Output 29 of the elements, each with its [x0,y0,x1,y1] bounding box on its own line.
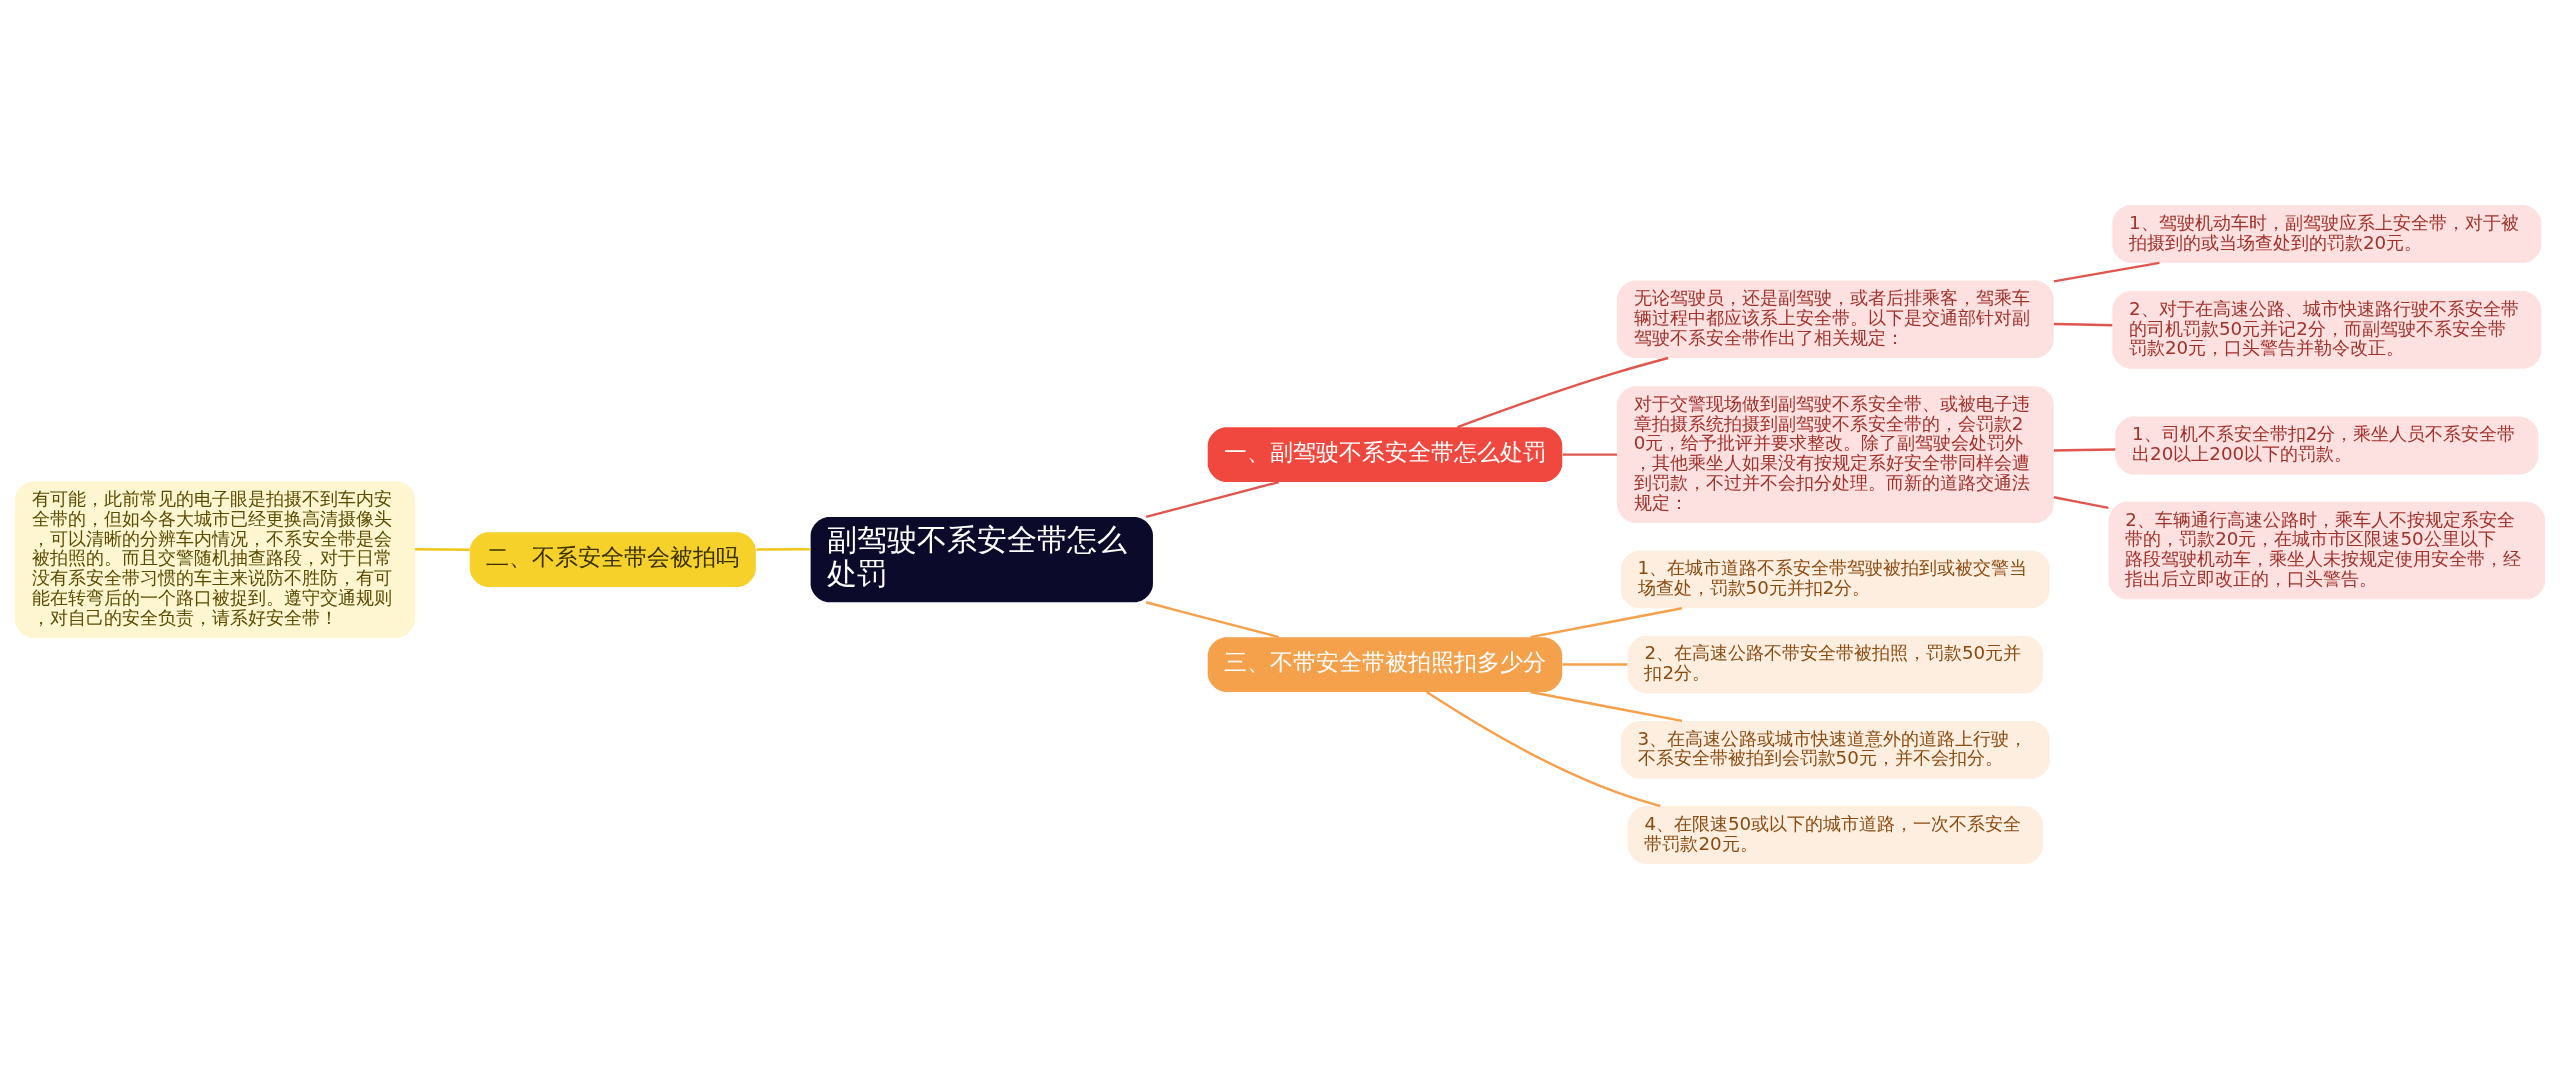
node-box: 二、不系安全带会被拍吗 [469,531,756,587]
node-box: 3、在高速公路或城市快速道意外的道路上行驶，不系安全带被拍到会罚款50元，并不会扣分。 [1620,720,2050,779]
connector [1426,690,1661,807]
connector [1562,662,1628,666]
node-box: 1、驾驶机动车时，副驾驶应系上安全带，对于被拍摄到的或当场查处到的罚款20元。 [2112,204,2542,263]
connector [1562,452,1617,456]
node-box: 一、副驾驶不系安全带怎么处罚 [1207,426,1563,482]
node-box: 有可能，此前常见的电子眼是拍摄不到车内安全带的，但如今各大城市已经更换高清摄像头，可以清晰的分辨车内情况，不系安全带是会被拍照的。而且交警随机抽查路段，对于日常没有系安全带习惯的车主来说防不胜防，有可能在转弯后的一个路口被捉到。遵守交通规则，对自己的安全负责，请系好安全带！ [14,480,415,638]
connector [1457,356,1669,428]
connector [1530,690,1683,722]
node-box: 无论驾驶员，还是副驾驶，或者后排乘客，驾乘车辆过程中都应该系上安全带。以下是交通部针对副驾驶不系安全带作出了相关规定： [1617,279,2054,358]
node-box: 三、不带安全带被拍照扣多少分 [1207,636,1563,692]
connector [2053,322,2113,326]
connector [756,547,811,551]
connector [2053,261,2160,283]
node-box: 4、在限速50或以下的城市道路，一次不系安全带罚款20元。 [1627,805,2044,864]
node-box: 2、车辆通行高速公路时，乘车人不按规定系安全带的，罚款20元，在城市市区限速50公里以下路段驾驶机动车，乘坐人未按规定使用安全带，经指出后立即改正的，口头警告。 [2108,501,2546,599]
node-box: 1、司机不系安全带扣2分，乘坐人员不系安全带出20以上200以下的罚款。 [2115,416,2539,474]
connector [1530,606,1683,638]
connector [1145,600,1280,638]
node-box: 2、对于在高速公路、城市快速路行驶不系安全带的司机罚款50元并记2分，而副驾驶不系安全带罚款20元，口头警告并勒令改正。 [2112,290,2542,369]
connector [1145,480,1280,518]
connector [2053,495,2109,509]
node-box: 副驾驶不系安全带怎么处罚 [810,516,1153,602]
connector [2053,447,2116,452]
node-box: 1、在城市道路不系安全带驾驶被拍到或被交警当场查处，罚款50元并扣2分。 [1620,550,2050,608]
node-box: 2、在高速公路不带安全带被拍照，罚款50元并扣2分。 [1627,635,2044,693]
node-box: 对于交警现场做到副驾驶不系安全带、或被电子违章拍摄系统拍摄到副驾驶不系安全带的，会罚款20元，给予批评并要求整改。除了副驾驶会处罚外，其他乘坐人如果没有按规定系好安全带同样会遭到罚款，不过并不会扣分处理。而新的道路交通法规定： [1617,385,2054,523]
connector [415,547,470,551]
